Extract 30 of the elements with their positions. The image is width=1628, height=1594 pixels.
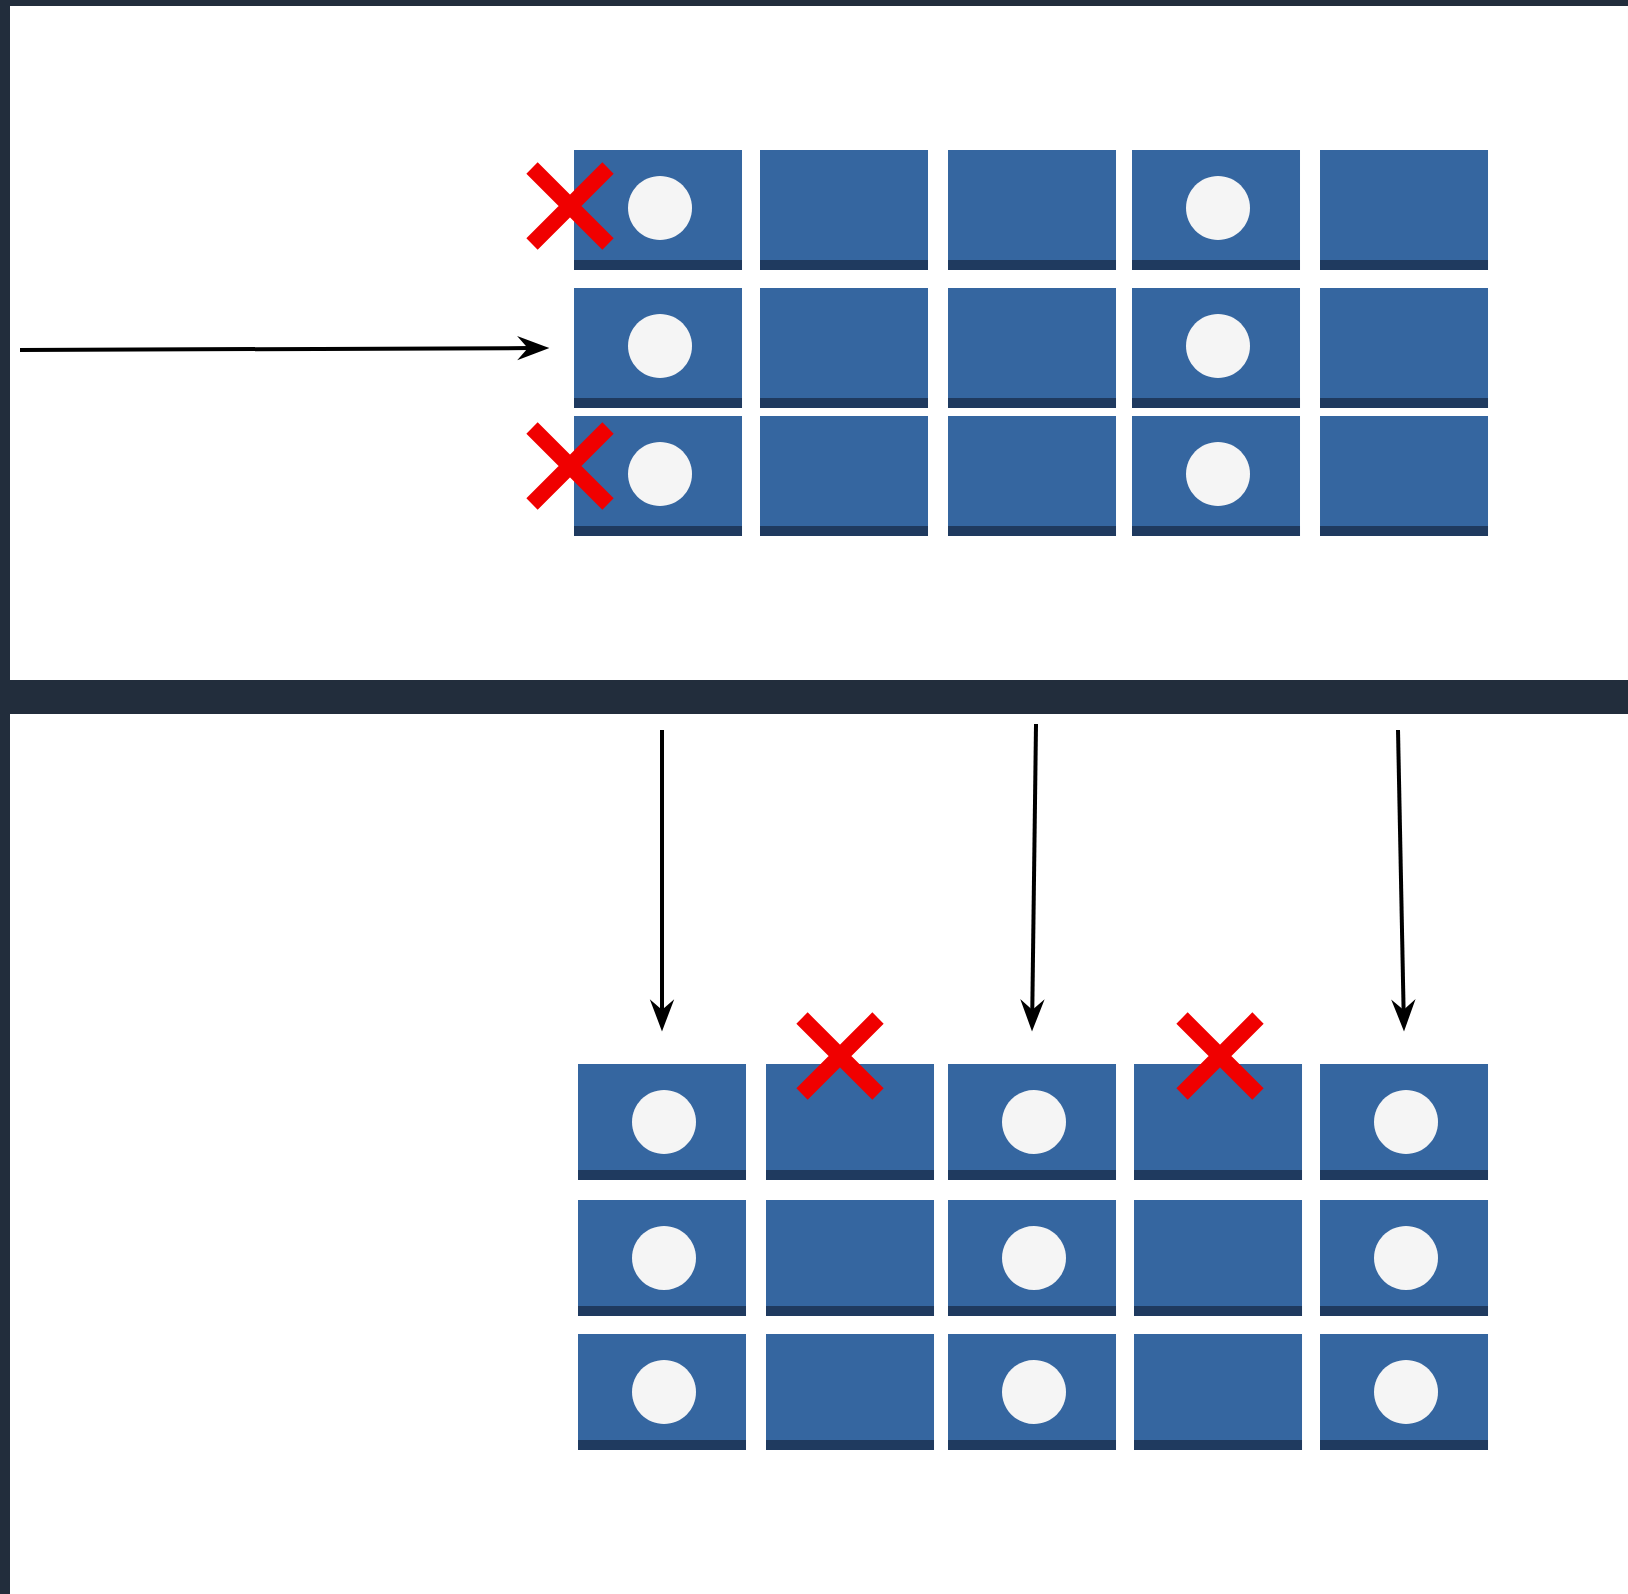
grid-cell	[948, 1334, 1116, 1450]
grid-cell	[1320, 416, 1488, 536]
grid-cell	[574, 288, 742, 408]
grid-cell	[766, 1064, 934, 1180]
grid-cell	[948, 150, 1116, 270]
grid-cell	[948, 1200, 1116, 1316]
grid-cell	[574, 416, 742, 536]
grid-cell	[1320, 150, 1488, 270]
grid-cell	[1320, 1200, 1488, 1316]
grid-cell	[1134, 1200, 1302, 1316]
grid-cell	[766, 1200, 934, 1316]
grid-cell	[578, 1064, 746, 1180]
grid-cell	[578, 1334, 746, 1450]
grid-cell	[948, 1064, 1116, 1180]
grid-cell	[948, 416, 1116, 536]
grid-cell	[766, 1334, 934, 1450]
grid-cell	[760, 416, 928, 536]
grid-cell	[1132, 288, 1300, 408]
grid-cell	[948, 288, 1116, 408]
grid-cell	[1320, 288, 1488, 408]
grid-cell	[1132, 150, 1300, 270]
grid-cell	[760, 288, 928, 408]
grid-cell	[1134, 1334, 1302, 1450]
grid-cell	[1320, 1334, 1488, 1450]
grid-cell	[1132, 416, 1300, 536]
grid-cell	[578, 1200, 746, 1316]
grid-cell	[574, 150, 742, 270]
grid-cell	[760, 150, 928, 270]
grid-cell	[1320, 1064, 1488, 1180]
grid-cell	[1134, 1064, 1302, 1180]
